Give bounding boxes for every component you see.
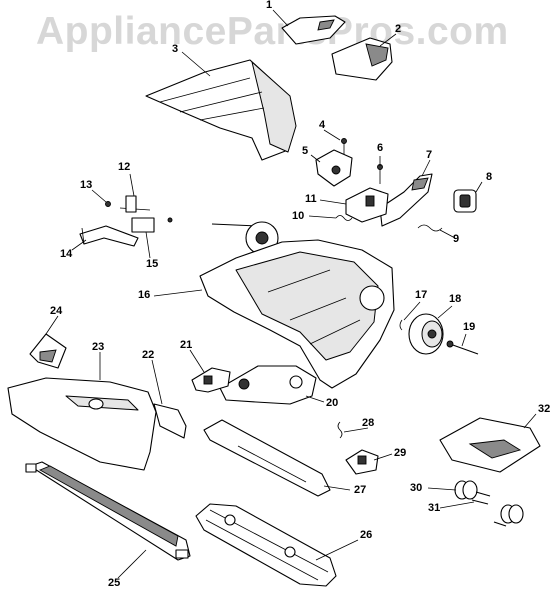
part-24-bracket[interactable] <box>29 333 67 369</box>
part-16-base[interactable] <box>199 239 395 389</box>
callout-17[interactable]: 17 <box>415 289 428 301</box>
part-9-spring[interactable] <box>417 224 443 232</box>
callout-21[interactable]: 21 <box>180 339 193 351</box>
part-22-guard[interactable] <box>153 403 187 439</box>
callout-23[interactable]: 23 <box>92 341 105 353</box>
part-7-release-pedal[interactable] <box>379 173 433 227</box>
callout-11[interactable]: 11 <box>305 193 317 205</box>
callout-1[interactable]: 1 <box>266 0 273 11</box>
callout-5[interactable]: 5 <box>302 145 309 157</box>
callout-32[interactable]: 32 <box>538 403 551 415</box>
callout-19[interactable]: 19 <box>463 321 476 333</box>
part-31-wheel-pins[interactable] <box>471 499 507 527</box>
part-18-rear-wheel[interactable] <box>408 313 444 355</box>
callout-20[interactable]: 20 <box>326 397 339 409</box>
part-29-bracket[interactable] <box>345 449 379 475</box>
part-4-screw[interactable] <box>341 138 347 157</box>
callout-18[interactable]: 18 <box>449 293 462 305</box>
callout-15[interactable]: 15 <box>146 258 159 270</box>
callout-7[interactable]: 7 <box>426 149 433 161</box>
part-5-latch[interactable] <box>315 149 353 187</box>
callout-27[interactable]: 27 <box>354 484 367 496</box>
callout-26[interactable]: 26 <box>360 529 373 541</box>
part-19-wheel-axle[interactable] <box>446 340 479 355</box>
part-15-switch[interactable] <box>131 217 173 233</box>
part-32-carriage[interactable] <box>439 417 541 473</box>
part-3-hood[interactable] <box>145 59 297 161</box>
part-1-top-cover[interactable] <box>281 15 346 45</box>
part-14-bracket[interactable] <box>79 225 139 247</box>
callout-24[interactable]: 24 <box>50 305 63 317</box>
part-25-brush-strip[interactable] <box>25 461 191 561</box>
part-21-lever[interactable] <box>191 367 231 393</box>
watermark-text: AppliancePartsPros.com <box>36 10 509 53</box>
part-17-clip[interactable] <box>399 319 403 331</box>
callout-3[interactable]: 3 <box>172 43 179 55</box>
part-20-height-link[interactable] <box>219 365 317 405</box>
part-8-bushing[interactable] <box>453 189 477 213</box>
part-26-agitator[interactable] <box>195 503 337 587</box>
callout-16[interactable]: 16 <box>138 289 151 301</box>
callout-8[interactable]: 8 <box>486 171 493 183</box>
callout-31[interactable]: 31 <box>428 502 441 514</box>
part-27-bottom-plate[interactable] <box>203 419 331 497</box>
callout-30[interactable]: 30 <box>410 482 423 494</box>
callout-25[interactable]: 25 <box>108 577 121 589</box>
part-23-nozzle-housing[interactable] <box>7 377 157 471</box>
part-11-bracket[interactable] <box>345 187 389 223</box>
callout-13[interactable]: 13 <box>80 179 93 191</box>
callout-14[interactable]: 14 <box>60 248 73 260</box>
part-2-side-cap[interactable] <box>331 37 393 81</box>
part-28-spring[interactable] <box>337 421 343 439</box>
callout-9[interactable]: 9 <box>453 233 460 245</box>
callout-29[interactable]: 29 <box>394 447 407 459</box>
callout-28[interactable]: 28 <box>362 417 375 429</box>
part-6-pin[interactable] <box>377 164 383 185</box>
leader-lines <box>45 9 537 579</box>
part-12-rod[interactable] <box>119 195 151 213</box>
part-10-spring[interactable] <box>335 215 353 221</box>
callout-6[interactable]: 6 <box>377 142 384 154</box>
callout-2[interactable]: 2 <box>395 23 402 35</box>
callout-10[interactable]: 10 <box>292 210 305 222</box>
callout-4[interactable]: 4 <box>319 119 326 131</box>
part-30-front-wheels[interactable] <box>454 480 524 524</box>
callout-12[interactable]: 12 <box>118 161 131 173</box>
part-13-clip[interactable] <box>105 201 111 207</box>
callout-22[interactable]: 22 <box>142 349 155 361</box>
